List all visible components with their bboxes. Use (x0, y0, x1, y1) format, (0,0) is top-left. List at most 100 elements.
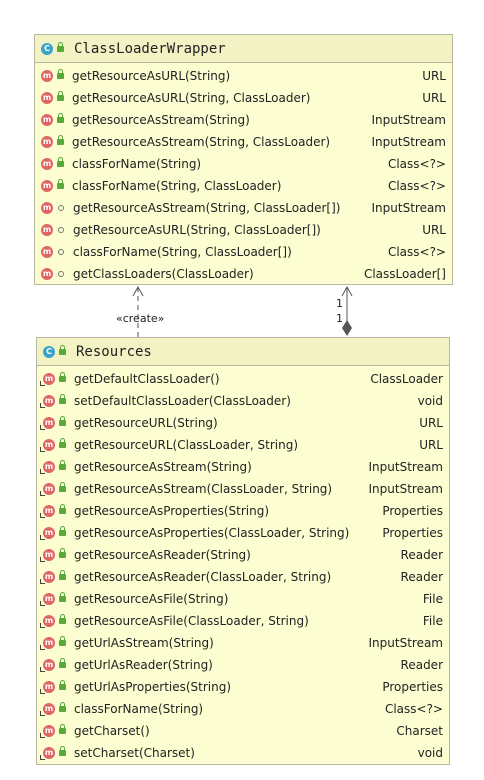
method-return-type: InputStream (371, 113, 447, 127)
method-signature: getResourceAsURL(String) (72, 69, 231, 83)
class-header: C ClassLoaderWrapper (35, 35, 452, 63)
method-row[interactable]: m getResourceAsStream(String, ClassLoader… (35, 197, 452, 219)
public-lock-icon (59, 372, 66, 382)
public-lock-icon (59, 344, 66, 355)
method-signature: getResourceAsStream(String, ClassLoader) (72, 135, 331, 149)
public-lock-icon (59, 702, 66, 712)
public-lock-icon (57, 179, 64, 189)
public-lock-icon (59, 636, 66, 646)
method-signature: getResourceAsReader(String) (74, 548, 251, 562)
method-signature: getCharset() (74, 724, 150, 738)
method-icon: m (40, 615, 55, 628)
package-visibility-icon (58, 271, 64, 277)
package-visibility-icon (58, 227, 64, 233)
method-signature: getResourceAsStream(String, ClassLoader[… (73, 201, 341, 215)
public-lock-icon (59, 482, 66, 492)
method-signature: setDefaultClassLoader(ClassLoader) (74, 394, 291, 408)
method-return-type: Properties (382, 680, 443, 694)
public-lock-icon (59, 658, 66, 668)
method-icon: m (41, 114, 53, 126)
public-lock-icon (59, 438, 66, 448)
public-lock-icon (59, 548, 66, 558)
method-return-type: URL (422, 69, 446, 83)
method-signature: getResourceAsURL(String, ClassLoader) (72, 91, 311, 105)
method-signature: getDefaultClassLoader() (74, 372, 220, 386)
method-signature: classForName(String, ClassLoader[]) (73, 245, 292, 259)
composition-diamond-icon (342, 320, 352, 336)
public-lock-icon (57, 113, 64, 123)
method-icon: m (40, 725, 55, 738)
method-signature: classForName(String, ClassLoader) (72, 179, 282, 193)
method-return-type: File (422, 592, 443, 606)
method-icon: m (40, 439, 55, 452)
method-icon: m (41, 158, 53, 170)
public-lock-icon (59, 504, 66, 514)
class-icon: C (41, 42, 53, 55)
package-visibility-icon (58, 249, 64, 255)
public-lock-icon (57, 69, 64, 79)
method-signature: classForName(String) (72, 157, 202, 171)
multiplicity-bottom: 1 (336, 312, 343, 325)
method-icon: m (41, 180, 53, 192)
method-return-type: Properties (382, 504, 443, 518)
method-return-type: InputStream (368, 460, 444, 474)
method-signature: getResourceAsFile(String) (74, 592, 229, 606)
method-return-type: InputStream (371, 201, 447, 215)
method-icon: m (41, 202, 53, 214)
method-icon: m (40, 527, 55, 540)
create-arrowhead-icon (132, 285, 144, 297)
method-row[interactable]: m getCharset() Charset (37, 720, 449, 742)
public-lock-icon (57, 41, 64, 52)
method-return-type: void (417, 394, 443, 408)
method-return-type: InputStream (368, 482, 444, 496)
method-icon: m (41, 268, 53, 280)
method-icon: m (41, 246, 53, 258)
method-signature: getResourceAsURL(String, ClassLoader[]) (73, 223, 321, 237)
method-signature: getUrlAsProperties(String) (74, 680, 232, 694)
public-lock-icon (59, 724, 66, 734)
method-signature: getResourceAsReader(ClassLoader, String) (74, 570, 332, 584)
method-return-type: Charset (396, 724, 443, 738)
multiplicity-top: 1 (336, 297, 343, 310)
method-icon: m (40, 483, 55, 496)
method-icon: m (40, 461, 55, 474)
class-icon: C (43, 345, 55, 358)
method-return-type: File (422, 614, 443, 628)
method-return-type: Properties (382, 526, 443, 540)
method-icon: m (41, 92, 53, 104)
public-lock-icon (59, 614, 66, 624)
method-signature: getResourceAsProperties(String) (74, 504, 270, 518)
public-lock-icon (59, 746, 66, 756)
method-return-type: URL (419, 438, 443, 452)
